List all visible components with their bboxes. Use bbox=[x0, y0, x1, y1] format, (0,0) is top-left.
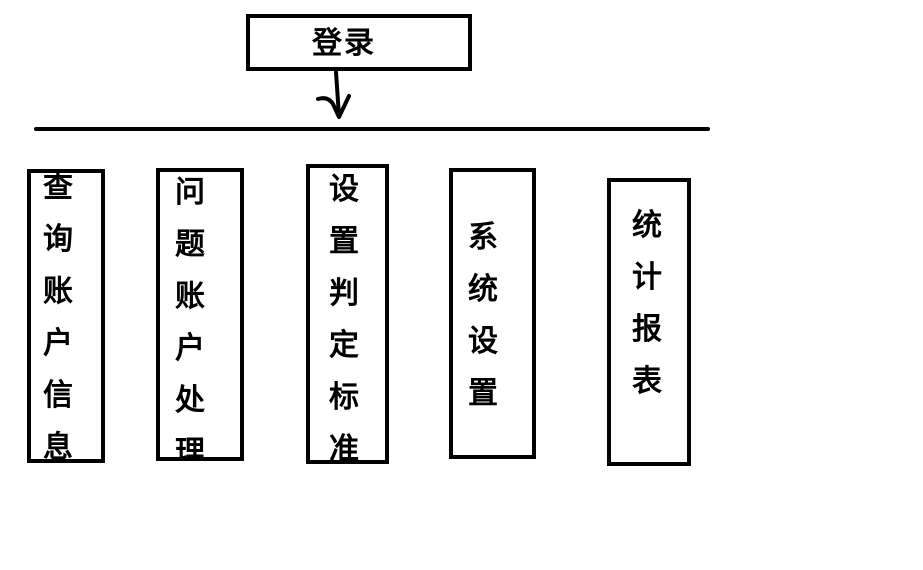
child-node-label: 统计报表 bbox=[632, 208, 662, 399]
child-node-problem-account-handling: 问题账户处理 bbox=[156, 168, 244, 461]
root-arrow-head bbox=[316, 94, 351, 119]
child-node-label: 系统设置 bbox=[468, 220, 498, 411]
child-node-statistics-report: 统计报表 bbox=[607, 178, 691, 466]
root-arrow-shaft bbox=[334, 70, 341, 118]
child-node-label: 查询账户信息 bbox=[43, 170, 73, 463]
child-node-label: 设置判定标准 bbox=[329, 172, 359, 464]
child-node-label: 问题账户处理 bbox=[175, 175, 205, 461]
child-node-set-criteria: 设置判定标准 bbox=[306, 164, 389, 464]
root-node-label: 登录 bbox=[312, 26, 376, 61]
root-node-login: 登录 bbox=[246, 14, 472, 71]
child-node-query-account-info: 查询账户信息 bbox=[27, 169, 105, 463]
child-node-system-settings: 系统设置 bbox=[449, 168, 536, 459]
